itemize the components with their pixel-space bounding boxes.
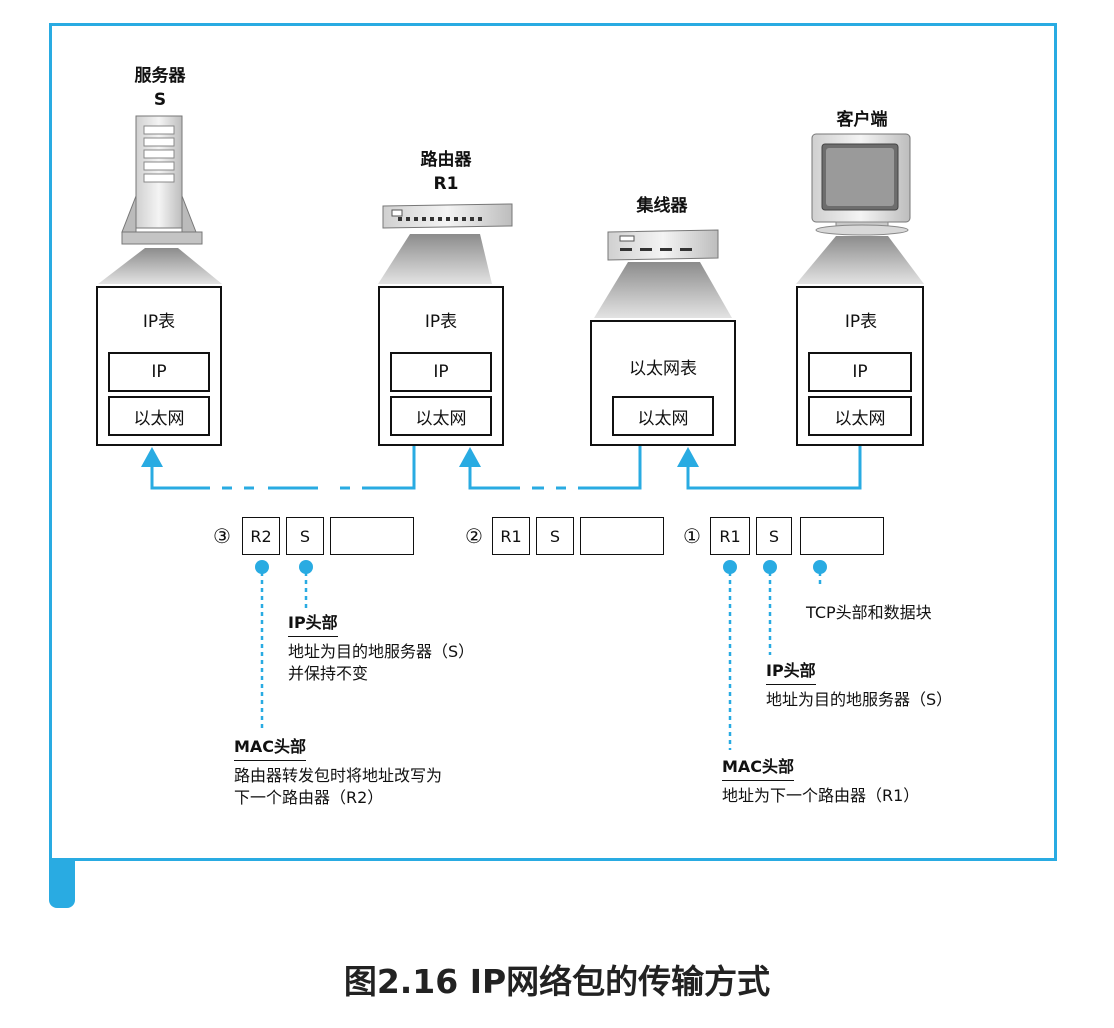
- right-ip-note: IP头部 地址为目的地服务器（S）: [766, 660, 952, 711]
- server-stack: IP表 IP 以太网: [96, 286, 222, 446]
- router-ip-layer: IP: [390, 352, 492, 392]
- client-label: 客户端: [814, 108, 910, 132]
- diagram-frame: [49, 23, 1057, 861]
- figure-caption: 图2.16 IP网络包的传输方式: [343, 962, 771, 1001]
- hub-projection: [594, 262, 732, 318]
- packet-3-mac-field: R2: [242, 517, 280, 555]
- packet-1-mac-field: R1: [710, 517, 750, 555]
- client-stack: IP表 IP 以太网: [796, 286, 924, 446]
- client-projection: [796, 236, 924, 284]
- hub-label: 集线器: [614, 194, 710, 218]
- arrow-to-router: [459, 447, 481, 467]
- client-ip-layer: IP: [808, 352, 912, 392]
- server-name: 服务器: [134, 66, 186, 86]
- server-sub: S: [153, 90, 167, 110]
- left-mac-note-line: 路由器转发包时将地址改写为: [234, 766, 443, 785]
- server-label: 服务器 S: [112, 64, 208, 112]
- client-monitor-icon: [811, 133, 911, 236]
- router-label: 路由器 R1: [398, 148, 494, 196]
- right-mac-note-line: 地址为下一个路由器（R1）: [722, 786, 920, 805]
- server-projection: [98, 248, 222, 284]
- router-ip-table: IP表: [408, 305, 474, 333]
- right-ip-note-line: 地址为目的地服务器（S）: [766, 690, 953, 709]
- packet-2-ip-field: S: [536, 517, 574, 555]
- client-ethernet-layer: 以太网: [808, 396, 912, 436]
- arrow-to-server: [141, 447, 163, 467]
- left-ip-note: IP头部 地址为目的地服务器（S） 并保持不变: [288, 612, 474, 685]
- packet-1-data-field: [800, 517, 884, 555]
- packet-2-number: ②: [465, 524, 483, 548]
- hub-name: 集线器: [636, 196, 688, 216]
- router-sub: R1: [433, 174, 459, 194]
- packet-2-mac-field: R1: [492, 517, 530, 555]
- packet-3-number: ③: [213, 524, 231, 548]
- left-mac-note-line: 下一个路由器（R2）: [234, 788, 384, 807]
- packet-1-number: ①: [683, 524, 701, 548]
- left-ip-note-heading: IP头部: [288, 612, 338, 637]
- server-icon: [121, 115, 203, 245]
- right-ip-note-heading: IP头部: [766, 660, 816, 685]
- hub-ethernet-table: 以太网表: [629, 358, 697, 379]
- left-ip-note-line: 并保持不变: [288, 664, 369, 683]
- hub-stack: 以太网表 以太网: [590, 320, 736, 446]
- arrow-to-hub: [677, 447, 699, 467]
- server-ethernet-layer: 以太网: [108, 396, 210, 436]
- right-mac-note-heading: MAC头部: [722, 756, 795, 781]
- router-stack: IP表 IP 以太网: [378, 286, 504, 446]
- hub-icon: [607, 229, 719, 261]
- packet-3-ip-field: S: [286, 517, 324, 555]
- left-ip-note-line: 地址为目的地服务器（S）: [288, 642, 475, 661]
- router-icon: [382, 203, 513, 229]
- packet-1-ip-field: S: [756, 517, 792, 555]
- left-mac-note: MAC头部 路由器转发包时将地址改写为 下一个路由器（R2）: [234, 736, 442, 809]
- left-mac-note-heading: MAC头部: [234, 736, 307, 761]
- server-ip-table: IP表: [126, 305, 192, 333]
- tcp-data-note: TCP头部和数据块: [806, 603, 932, 622]
- hub-ethernet-layer: 以太网: [612, 396, 714, 436]
- packet-2-data-field: [580, 517, 664, 555]
- router-name: 路由器: [420, 150, 472, 170]
- server-ip-layer: IP: [108, 352, 210, 392]
- packet-3-data-field: [330, 517, 414, 555]
- router-ethernet-layer: 以太网: [390, 396, 492, 436]
- client-name: 客户端: [836, 110, 888, 130]
- frame-tab: [49, 858, 75, 908]
- right-mac-note: MAC头部 地址为下一个路由器（R1）: [722, 756, 919, 807]
- router-projection: [378, 234, 492, 284]
- client-ip-table: IP表: [828, 305, 894, 333]
